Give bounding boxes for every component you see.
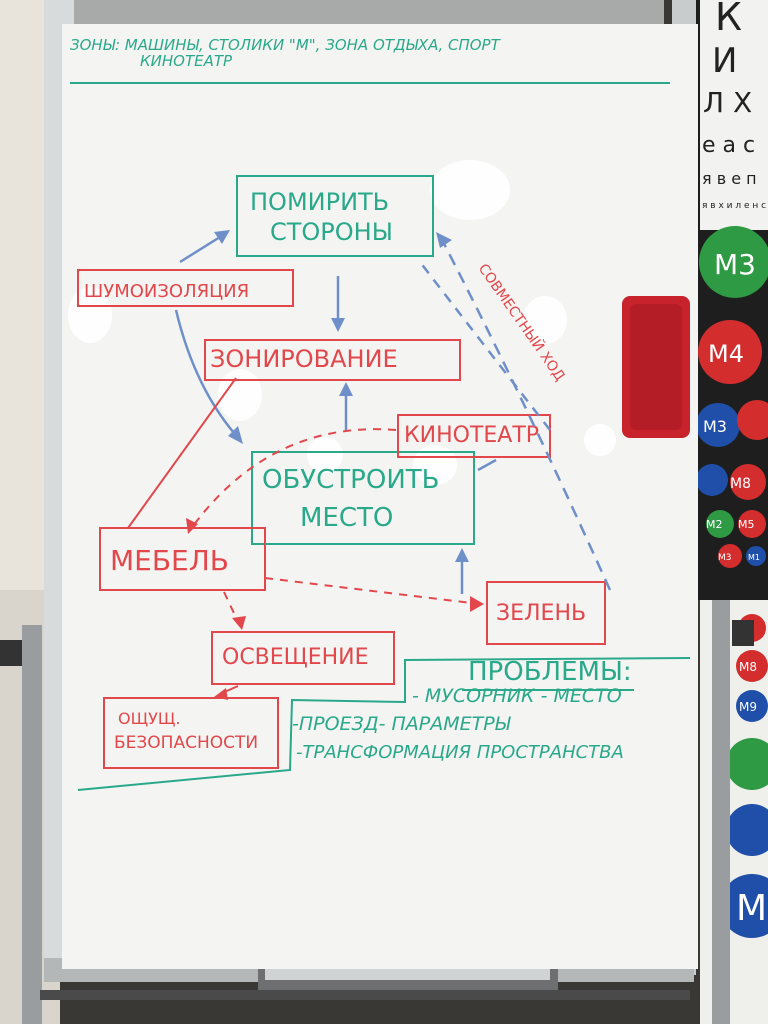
poster: К И Л Х е а с я в е п я в х и л е н с к … [690,0,768,1024]
arrange-text-2: МЕСТО [300,503,393,533]
poster-badge-green-2 [706,510,734,538]
easel-crossbar [40,990,690,1000]
blue-arrowheads [214,230,469,562]
glare-4 [523,296,567,344]
eraser-texture [630,304,682,430]
poster-letter-4: е а с [702,133,755,158]
lighting-box [211,631,395,685]
poster-badge-text-4: М2 [706,518,723,531]
poster-badge-text-7: М3 [718,553,732,563]
problem-item-2: -ПРОЕЗД- ПАРАМЕТРЫ [292,713,512,735]
glare-3 [218,369,262,421]
glare-7 [584,424,616,456]
poster-badge-text-6: М5 [738,518,755,531]
poster-badge-blue [696,403,740,447]
arrow-cinema-to-arrange [477,458,497,472]
poster-letter-2: И [712,41,737,81]
zones-line-2: КИНОТЕАТР [140,52,233,70]
glare-6 [413,445,457,485]
eraser[interactable] [622,296,690,438]
arrow-cinema-to-reconcile [419,261,551,431]
poster-badge-text-8: М1 [748,553,760,562]
soundproofing-box [77,269,294,307]
red-arrowhead-1 [186,518,198,534]
poster-badge-text-3: М3 [703,417,727,436]
arrowhead-4 [228,426,243,444]
poster-letter-5: я в е п [702,169,757,188]
zoning-box [204,339,461,381]
poster-badge-blue-2 [696,464,728,496]
easel-left-leg [22,625,42,1024]
poster-badge-red-2 [737,400,768,440]
arrow-furniture-to-greenery [264,577,481,605]
furniture-text: МЕБЕЛЬ [110,544,229,577]
whiteboard-surface [62,24,698,969]
poster-badge-green [699,226,768,298]
arrow-sound-to-arrange [174,309,241,441]
arrange-box [251,451,475,545]
line-furniture-to-zoning [127,377,237,529]
cinema-box [397,414,551,458]
poster-letter-area [700,0,768,230]
glare-5 [307,437,343,473]
easel-right-clamp [732,620,754,646]
poster-badge-blue-5 [726,804,768,856]
poster-badge-green-3 [726,738,768,790]
poster-badge-text-2: М4 [708,340,744,368]
poster-badge-blue-3 [746,546,766,566]
arrange-text-1: ОБУСТРОИТЬ [262,465,440,495]
top-clamp [74,0,664,24]
poster-badge-red-5 [718,544,742,568]
cinema-text: КИНОТЕАТР [404,423,539,448]
arrowhead-6 [436,232,452,248]
arrowhead-5 [455,548,469,562]
lighting-text: ОСВЕЩЕНИЕ [222,645,369,670]
poster-badge-text-1: М3 [714,248,756,281]
arrowhead-2 [331,318,345,332]
arrowhead-3 [339,382,353,396]
problem-item-1: - МУСОРНИК - МЕСТО [412,685,622,707]
arrow-greenery-to-reconcile [438,235,612,591]
zoning-text: ЗОНИРОВАНИЕ [210,345,398,373]
poster-badge-red-7 [736,650,768,682]
safety-text-2: БЕЗОПАСНОСТИ [114,733,258,753]
poster-badge-text-9: М8 [739,660,757,674]
arrowhead-1 [214,230,230,244]
safety-text-1: ОЩУЩ. [118,709,180,728]
poster-badge-text-10: М9 [739,700,757,714]
poster-badge-text-5: М8 [730,476,751,492]
poster-letter-1: К [715,0,742,39]
poster-badge-blue-6 [720,874,768,938]
reconcile-text-1: ПОМИРИТЬ [250,188,389,216]
easel-right-leg [712,600,730,1024]
poster-badge-red-3 [730,464,766,500]
red-arrowhead-3 [232,616,246,630]
soundproofing-text: ШУМОИЗОЛЯЦИЯ [84,281,249,302]
problem-item-3: -ТРАНСФОРМАЦИЯ ПРОСТРАНСТВА [296,742,624,763]
red-arrowheads [186,518,484,700]
greenery-text: ЗЕЛЕНЬ [496,601,586,626]
poster-badge-red [698,320,762,384]
easel-left-clamp [0,640,22,666]
red-arrowhead-2 [470,596,484,612]
poster-badge-red-4 [738,510,766,538]
greenery-box [486,581,606,645]
poster-badge-blue-4 [736,690,768,722]
reconcile-text-2: СТОРОНЫ [270,218,393,246]
red-arrowhead-4 [214,688,228,700]
zones-line-1: ЗОНЫ: МАШИНЫ, СТОЛИКИ "М", ЗОНА ОТДЫХА, … [70,36,502,54]
furniture-box [99,527,266,591]
poster-letter-6: я в х и л е н с к [702,201,768,211]
glare-1 [430,160,510,220]
problems-title: ПРОБЛЕМЫ: [468,657,632,687]
safety-box [103,697,279,769]
poster-badge-text-11: М8 [736,888,768,929]
reconcile-box [236,175,434,257]
marker-tray-lip [265,968,550,980]
arrow-cinema-to-furniture [189,428,397,531]
poster-letter-3: Л Х [703,86,752,119]
problems-border [77,657,691,791]
